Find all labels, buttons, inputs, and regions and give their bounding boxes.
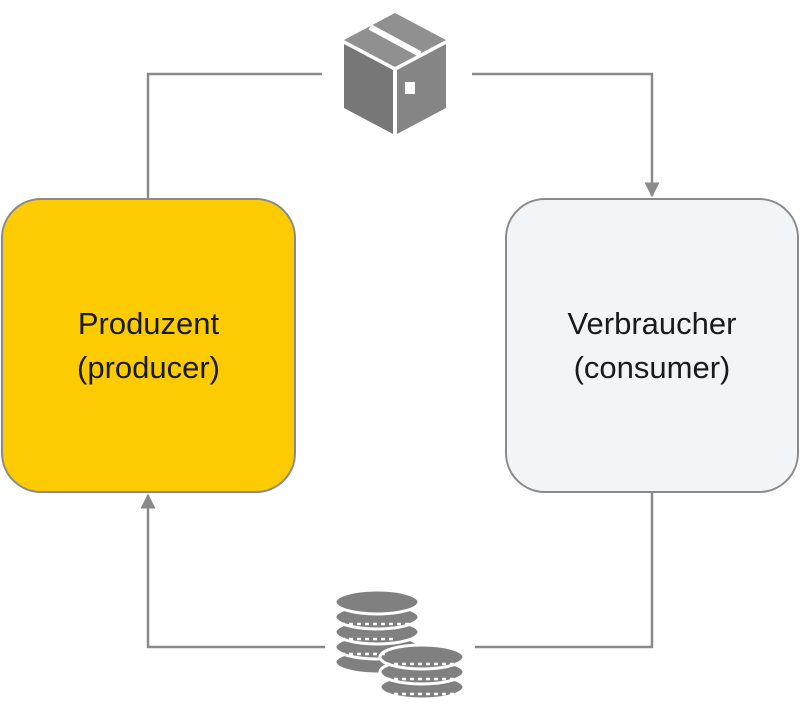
consumer-box: Verbraucher (consumer) xyxy=(505,198,799,493)
producer-name: Produzent xyxy=(77,305,220,341)
money-flow-arrow xyxy=(140,493,325,649)
package-box-icon xyxy=(344,13,446,134)
money-flow-line xyxy=(475,493,654,649)
goods-flow-line xyxy=(146,72,322,198)
consumer-name: Verbraucher xyxy=(567,305,737,341)
consumer-translation: (consumer) xyxy=(573,349,731,385)
goods-flow-arrow xyxy=(472,72,660,198)
producer-translation: (producer) xyxy=(77,349,220,385)
coin-stacks-icon xyxy=(333,588,466,701)
coin-edge-marks xyxy=(341,622,458,696)
producer-box: Produzent (producer) xyxy=(1,198,296,493)
